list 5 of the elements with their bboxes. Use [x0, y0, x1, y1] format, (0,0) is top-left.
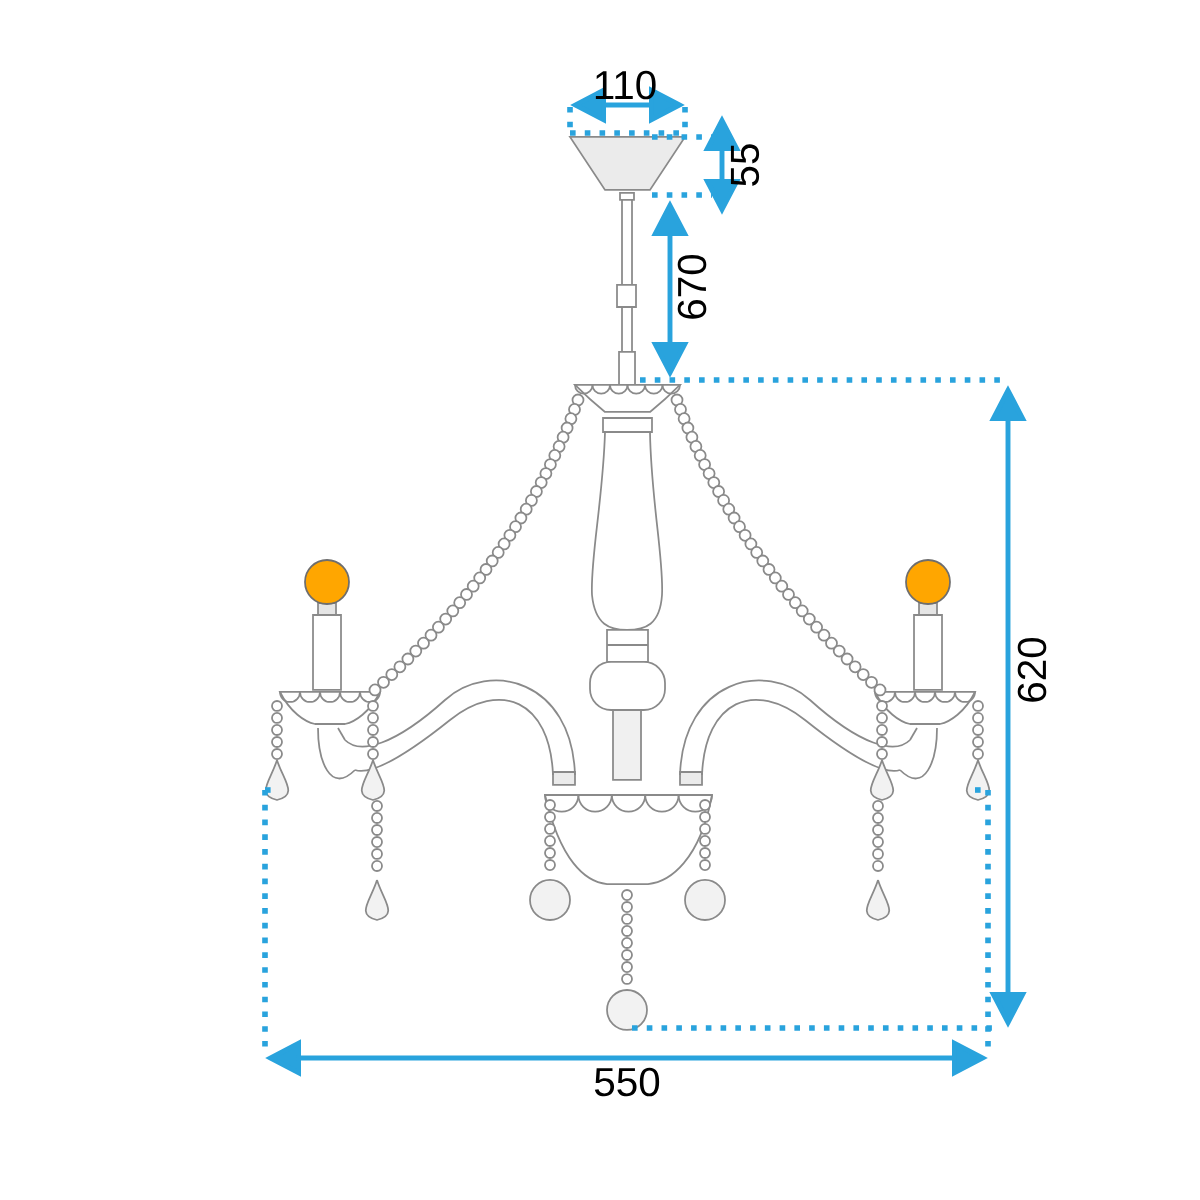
dimension-label: 670 [677, 254, 707, 319]
dimension-label: 550 [594, 1067, 660, 1097]
dimension-label: 620 [1017, 637, 1047, 702]
dimension-label: 55 [730, 144, 760, 186]
dimension-label: 110 [595, 70, 656, 100]
